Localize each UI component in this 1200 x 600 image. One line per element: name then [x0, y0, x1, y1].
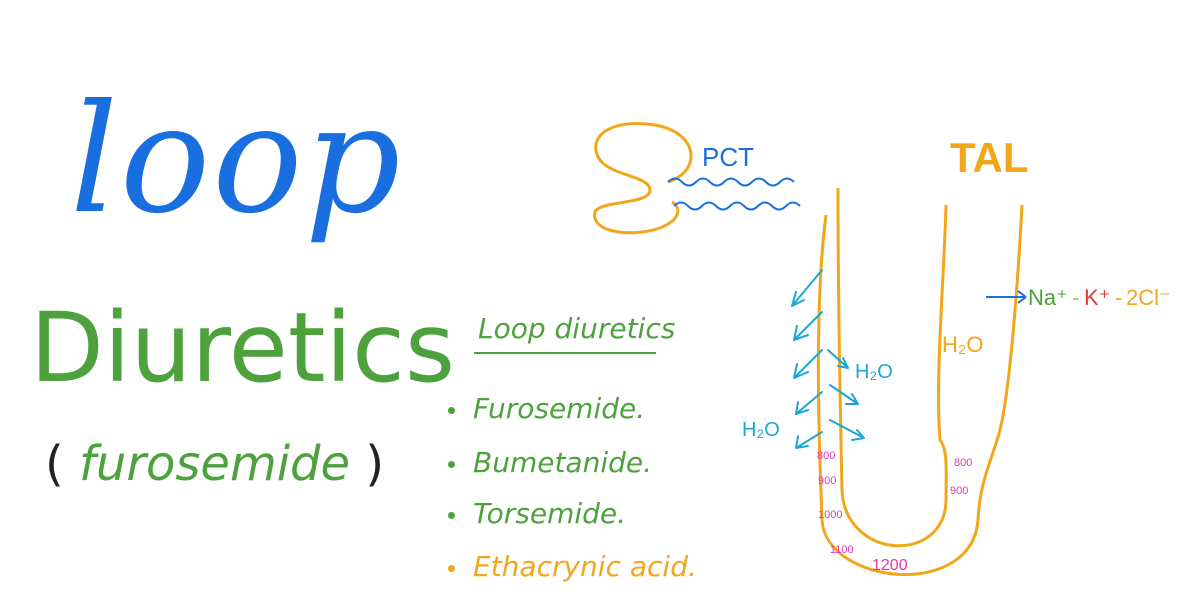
arrow-icon — [795, 391, 823, 415]
pct-wave-bottom — [673, 201, 801, 211]
osm-left-1100: 1100 — [830, 544, 854, 556]
subtitle-drug: furosemide — [79, 436, 351, 492]
pct-wave-top — [667, 177, 795, 187]
cl-label: 2Cl⁻ — [1126, 285, 1171, 310]
list-heading-underline — [474, 352, 656, 354]
drug-item-ethacrynic-acid: Ethacrynic acid. — [448, 550, 697, 583]
h2o-label-2: H₂O — [742, 419, 780, 441]
water-arrows — [791, 269, 865, 449]
bullet-icon — [448, 406, 455, 414]
osm-bottom-1200: 1200 — [872, 557, 908, 574]
osm-left-800: 800 — [817, 450, 835, 462]
list-heading: Loop diuretics — [478, 312, 676, 345]
k-label: K⁺ — [1084, 285, 1110, 310]
drug-item-bumetanide: Bumetanide. — [448, 446, 652, 479]
osm-right-800: 800 — [954, 457, 972, 469]
drug-item-torsemide: Torsemide. — [448, 497, 626, 530]
arrow-icon — [793, 311, 823, 341]
arrow-icon — [791, 269, 823, 307]
h2o-tal-label: H₂O — [942, 332, 984, 357]
arrow-icon — [795, 431, 823, 449]
bullet-icon — [448, 564, 455, 572]
na-label: Na⁺ — [1028, 285, 1068, 310]
bullet-icon — [448, 511, 455, 519]
paren-close: ) — [365, 436, 385, 492]
arrow-right-icon — [986, 290, 1027, 304]
dash-1: - — [1072, 285, 1079, 310]
osm-left-1000: 1000 — [818, 509, 842, 521]
title-loop: loop — [70, 73, 403, 247]
osm-left-900: 900 — [818, 475, 836, 487]
drug-label: Bumetanide. — [473, 446, 653, 479]
drug-label: Ethacrynic acid. — [473, 550, 697, 583]
arrow-icon — [829, 419, 865, 441]
drug-item-furosemide: Furosemide. — [448, 392, 645, 425]
dash-2: - — [1115, 285, 1122, 310]
tal-label: TAL — [950, 134, 1029, 181]
bullet-icon — [448, 460, 455, 468]
paren-open: ( — [45, 436, 64, 492]
loop-inner — [836, 187, 948, 548]
drug-label: Torsemide. — [473, 497, 627, 530]
arrow-icon — [827, 349, 849, 369]
h2o-label-1: H₂O — [855, 361, 893, 383]
arrow-icon — [793, 349, 823, 379]
loop-outer — [816, 204, 1024, 576]
pct-label: PCT — [702, 142, 754, 172]
pct-tubule — [593, 122, 693, 235]
osm-right-900: 900 — [950, 485, 968, 497]
title-subtitle: ( furosemide ) — [45, 440, 384, 488]
title-diuretics: Diuretics — [30, 292, 455, 404]
arrow-icon — [829, 384, 859, 405]
drug-label: Furosemide. — [473, 392, 646, 425]
